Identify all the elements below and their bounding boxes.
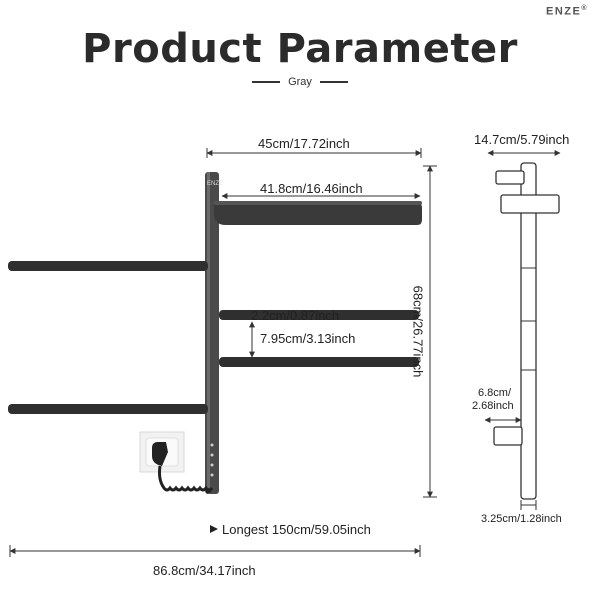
side-bracket-mid — [500, 194, 560, 214]
dim-pole-width: 3.25cm/1.28inch — [481, 513, 562, 525]
rack-shelf — [214, 203, 422, 225]
color-subtitle: Gray — [288, 76, 312, 88]
plug — [152, 442, 168, 466]
coiled-cable — [158, 465, 214, 494]
page-title: Product Parameter — [82, 26, 518, 72]
rack-pole-highlight — [207, 172, 210, 494]
subtitle-row: Gray — [0, 76, 600, 88]
right-bar-top — [219, 310, 419, 320]
brand-logo: ENZE® — [546, 5, 589, 18]
dim-depth: 14.7cm/5.79inch — [474, 132, 570, 147]
shelf-top-edge — [214, 201, 422, 205]
left-bar-bottom — [8, 404, 208, 414]
dim-width-top: 45cm/17.72inch — [258, 136, 350, 151]
dim-cable-length: Longest 150cm/59.05inch — [222, 522, 371, 537]
right-bar-bottom — [219, 357, 419, 367]
left-bar-top — [8, 261, 208, 271]
dim-bar-spacing: 7.95cm/3.13inch — [260, 331, 356, 346]
dim-side-bracket-1: 6.8cm/ — [478, 387, 512, 399]
subtitle-line-right — [319, 81, 348, 83]
pole-logo: ENZE — [207, 181, 223, 187]
dim-height: 68cm/26.77inch — [410, 285, 426, 378]
side-pole — [520, 162, 537, 500]
subtitle-line-left — [252, 81, 281, 83]
dim-total-width: 86.8cm/34.17inch — [153, 563, 256, 578]
side-shelf-bracket — [495, 170, 525, 185]
dim-bar-diameter: 2.2cm/0.87inch — [251, 308, 340, 323]
dim-side-bracket-2: 2.68inch — [472, 400, 514, 412]
dim-shelf-width: 41.8cm/16.46inch — [260, 181, 363, 196]
side-bracket-low — [493, 426, 523, 446]
